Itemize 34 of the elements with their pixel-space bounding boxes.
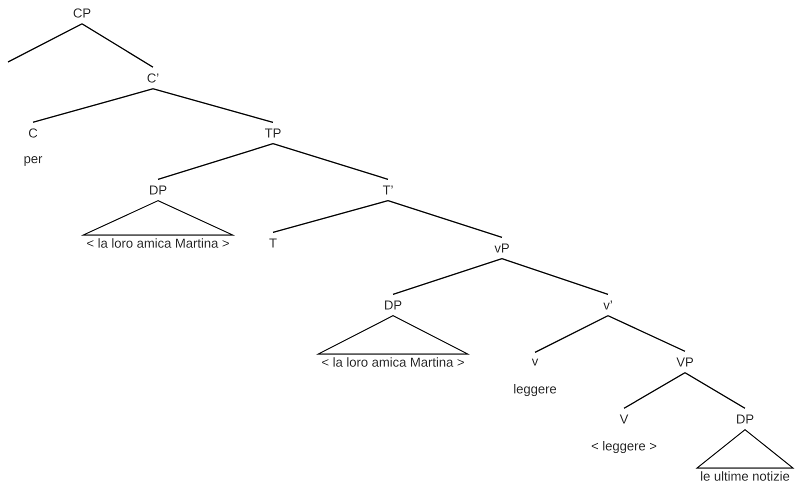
word-label: < leggere > — [592, 440, 656, 454]
phrase-text: < la loro amica Martina > — [87, 238, 229, 248]
category-label: v’ — [603, 300, 612, 310]
category-label: CP — [74, 8, 90, 18]
branch-line — [158, 143, 274, 180]
branch-line — [272, 200, 388, 233]
branch-line — [392, 258, 502, 295]
category-label: TP — [265, 128, 281, 138]
branch-line — [388, 200, 502, 238]
branch-line — [534, 315, 608, 353]
branch-line — [608, 315, 686, 352]
category-label: DP — [737, 414, 754, 424]
branch-line — [272, 143, 388, 180]
category-label: DP — [385, 300, 402, 310]
branch-line — [32, 88, 154, 123]
word-label: leggere — [514, 384, 556, 396]
phrase-text: le ultime notizie — [701, 471, 790, 481]
branch-line — [8, 23, 82, 63]
category-label: C’ — [148, 73, 158, 83]
branch-line — [684, 372, 746, 409]
word-label: per — [24, 156, 42, 166]
branch-line — [152, 88, 274, 123]
branch-line — [624, 372, 686, 409]
category-label: T’ — [382, 186, 393, 194]
category-label: T — [269, 238, 277, 248]
category-label: vP — [494, 244, 509, 252]
category-label: C — [28, 128, 38, 138]
category-label: DP — [150, 186, 166, 194]
category-label: VP — [676, 358, 693, 366]
branch-line — [82, 23, 154, 68]
category-label: V — [620, 414, 628, 424]
phrase-text: < la loro amica Martina > — [322, 357, 464, 367]
category-label: v — [532, 358, 538, 366]
branch-line — [502, 258, 608, 295]
